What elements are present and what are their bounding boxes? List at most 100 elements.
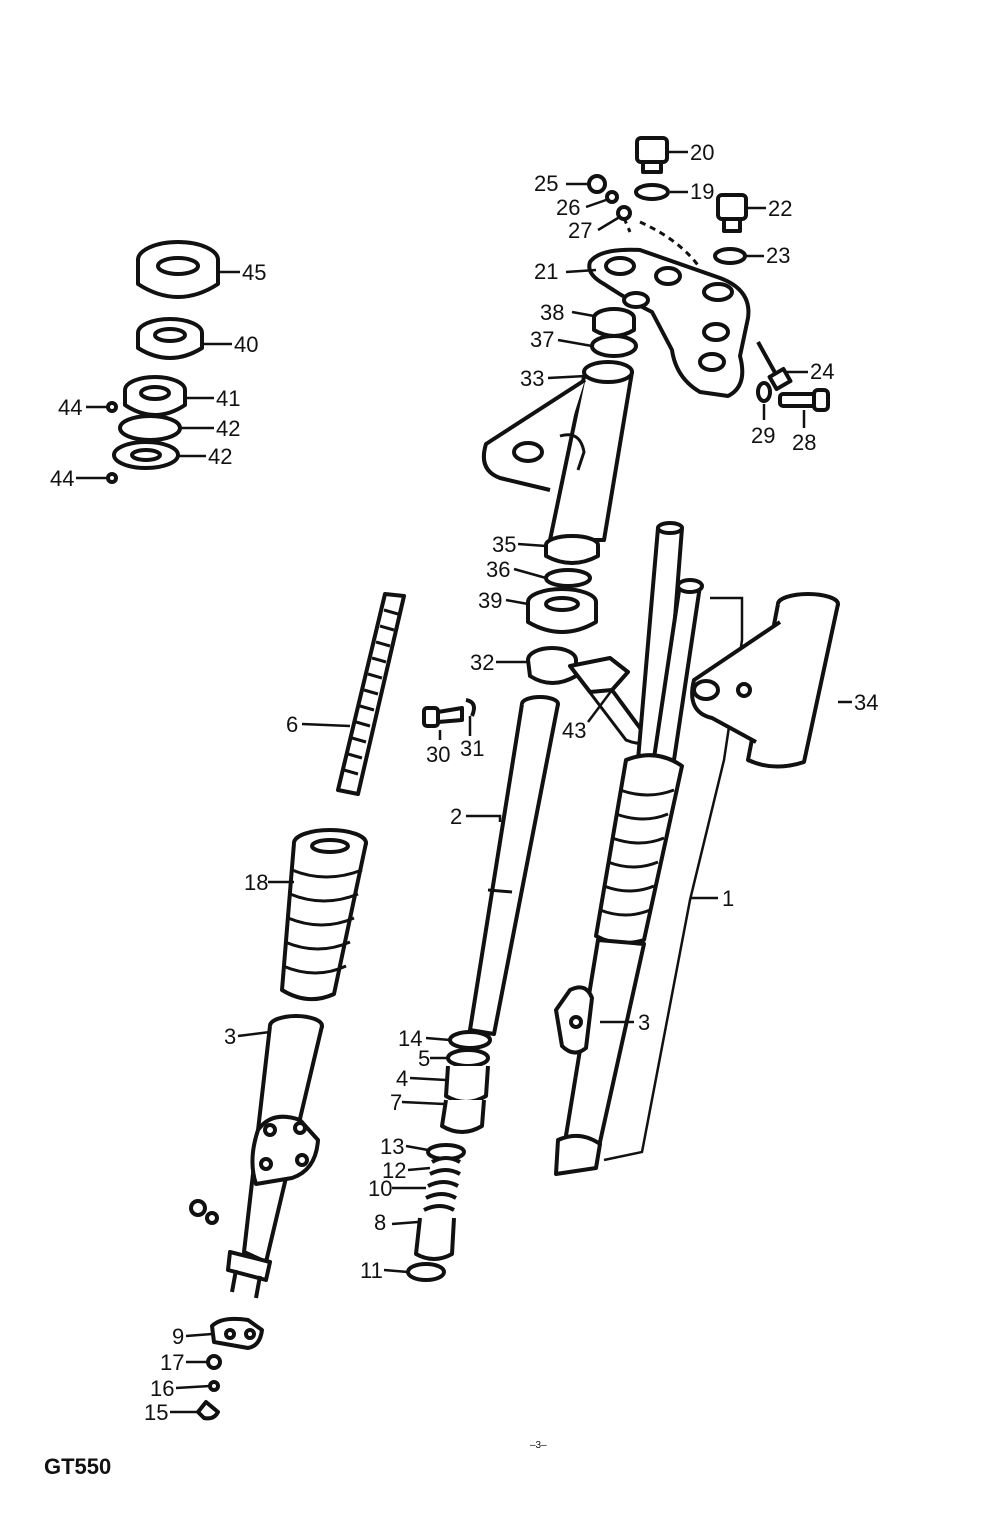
label-17: 17: [160, 1350, 184, 1375]
fork-assembled-boot: [594, 753, 684, 946]
label-3-right: 3: [638, 1010, 650, 1035]
dashed-bolt-path: [622, 217, 632, 233]
label-14: 14: [398, 1026, 422, 1051]
part-30-bolt: [422, 706, 464, 728]
label-3-left: 3: [224, 1024, 236, 1049]
label-43: 43: [562, 718, 586, 743]
part-36-bearing: [544, 568, 592, 588]
part-28-bolt: [778, 388, 830, 412]
part-40-bearing-race: [136, 317, 204, 360]
label-12: 12: [382, 1158, 406, 1183]
label-33: 33: [520, 366, 544, 391]
part-17-washer: [206, 1354, 222, 1370]
part-41-bearing: [123, 375, 187, 417]
steering-bearing-stack: [106, 240, 220, 484]
label-36: 36: [486, 557, 510, 582]
label-41: 41: [216, 386, 240, 411]
part-45-steering-stem-nut: [136, 240, 220, 299]
label-40: 40: [234, 332, 258, 357]
part-24-bolt: [756, 341, 793, 392]
label-37: 37: [530, 327, 554, 352]
label-27: 27: [568, 218, 592, 243]
part-33-stem-housing: [481, 360, 634, 542]
part-4-damper-rod: [444, 1065, 490, 1104]
part-38-dust-seal: [592, 307, 636, 338]
label-44-lower: 44: [50, 466, 74, 491]
label-26: 26: [556, 195, 580, 220]
label-42-upper: 42: [216, 416, 240, 441]
label-25: 25: [534, 171, 558, 196]
label-9: 9: [172, 1324, 184, 1349]
part-5-piston-ring: [446, 1048, 490, 1068]
label-13: 13: [380, 1134, 404, 1159]
part-18-fork-boot: [280, 828, 368, 1002]
label-18: 18: [244, 870, 268, 895]
part-12-spring: [429, 1156, 461, 1176]
label-6: 6: [286, 712, 298, 737]
label-7: 7: [390, 1090, 402, 1115]
label-38: 38: [540, 300, 564, 325]
label-44-upper: 44: [58, 395, 82, 420]
label-34: 34: [854, 690, 878, 715]
label-15: 15: [144, 1400, 168, 1425]
label-5: 5: [418, 1046, 430, 1071]
label-8: 8: [374, 1210, 386, 1235]
label-22: 22: [768, 196, 792, 221]
part-27-washer: [616, 205, 632, 221]
part-20-cap-bolt: [635, 136, 669, 174]
part-22-cap-bolt: [716, 193, 748, 233]
leader-lines: [76, 150, 852, 1414]
dashed-bolt-path-right: [639, 220, 702, 269]
label-28: 28: [792, 430, 816, 455]
part-29-washer: [756, 381, 772, 403]
part-16-washer: [208, 1380, 220, 1392]
part-25-nut: [587, 174, 607, 194]
part-1-fork-assembly: [554, 521, 744, 1176]
part-8-oil-lock-piece: [414, 1217, 456, 1261]
label-31: 31: [460, 736, 484, 761]
label-39: 39: [478, 588, 502, 613]
label-4: 4: [396, 1066, 408, 1091]
part-9-axle-holder: [210, 1316, 264, 1350]
part-26-washer: [605, 190, 619, 204]
part-42-bearing-race-lower: [112, 440, 180, 470]
label-32: 32: [470, 650, 494, 675]
label-35: 35: [492, 532, 516, 557]
label-42-lower: 42: [208, 444, 232, 469]
label-24: 24: [810, 359, 834, 384]
page-mark: –3–: [530, 1440, 547, 1451]
part-35-dust-seal: [544, 534, 600, 565]
part-10-rebound-spring: [423, 1180, 459, 1212]
part-44-ball-lower: [106, 472, 118, 484]
label-23: 23: [766, 243, 790, 268]
part-11-seal: [406, 1262, 446, 1282]
part-34-lower-bracket: [690, 592, 840, 769]
part-44-ball-upper: [106, 401, 118, 413]
part-42-bearing-race-upper: [118, 414, 182, 442]
label-30: 30: [426, 742, 450, 767]
model-caption: GT550: [44, 1454, 111, 1479]
part-32-clamp: [526, 646, 630, 694]
label-45: 45: [242, 260, 266, 285]
part-3-outer-tube-left: [226, 1014, 324, 1299]
part-39-bearing-race: [526, 587, 598, 634]
part-19-washer: [634, 183, 670, 201]
part-15-nut: [196, 1400, 220, 1421]
fork-assembled-outer-tube: [554, 938, 646, 1176]
label-21: 21: [534, 259, 558, 284]
label-16: 16: [150, 1376, 174, 1401]
label-10: 10: [368, 1176, 392, 1201]
part-6-fork-spring: [336, 592, 406, 796]
part-number-labels: 20 19 22 23 25 26 27 21 38 37 33 24 29 2…: [50, 140, 878, 1425]
part-21-upper-bracket: [587, 247, 751, 398]
label-1: 1: [722, 886, 734, 911]
axle-bolt-left: [189, 1199, 219, 1225]
part-23-washer: [713, 247, 747, 265]
label-19: 19: [690, 179, 714, 204]
part-31-washer: [465, 698, 476, 717]
label-20: 20: [690, 140, 714, 165]
label-11: 11: [360, 1258, 383, 1283]
part-37-ring: [590, 334, 638, 358]
part-7-damper-seat: [440, 1099, 486, 1134]
